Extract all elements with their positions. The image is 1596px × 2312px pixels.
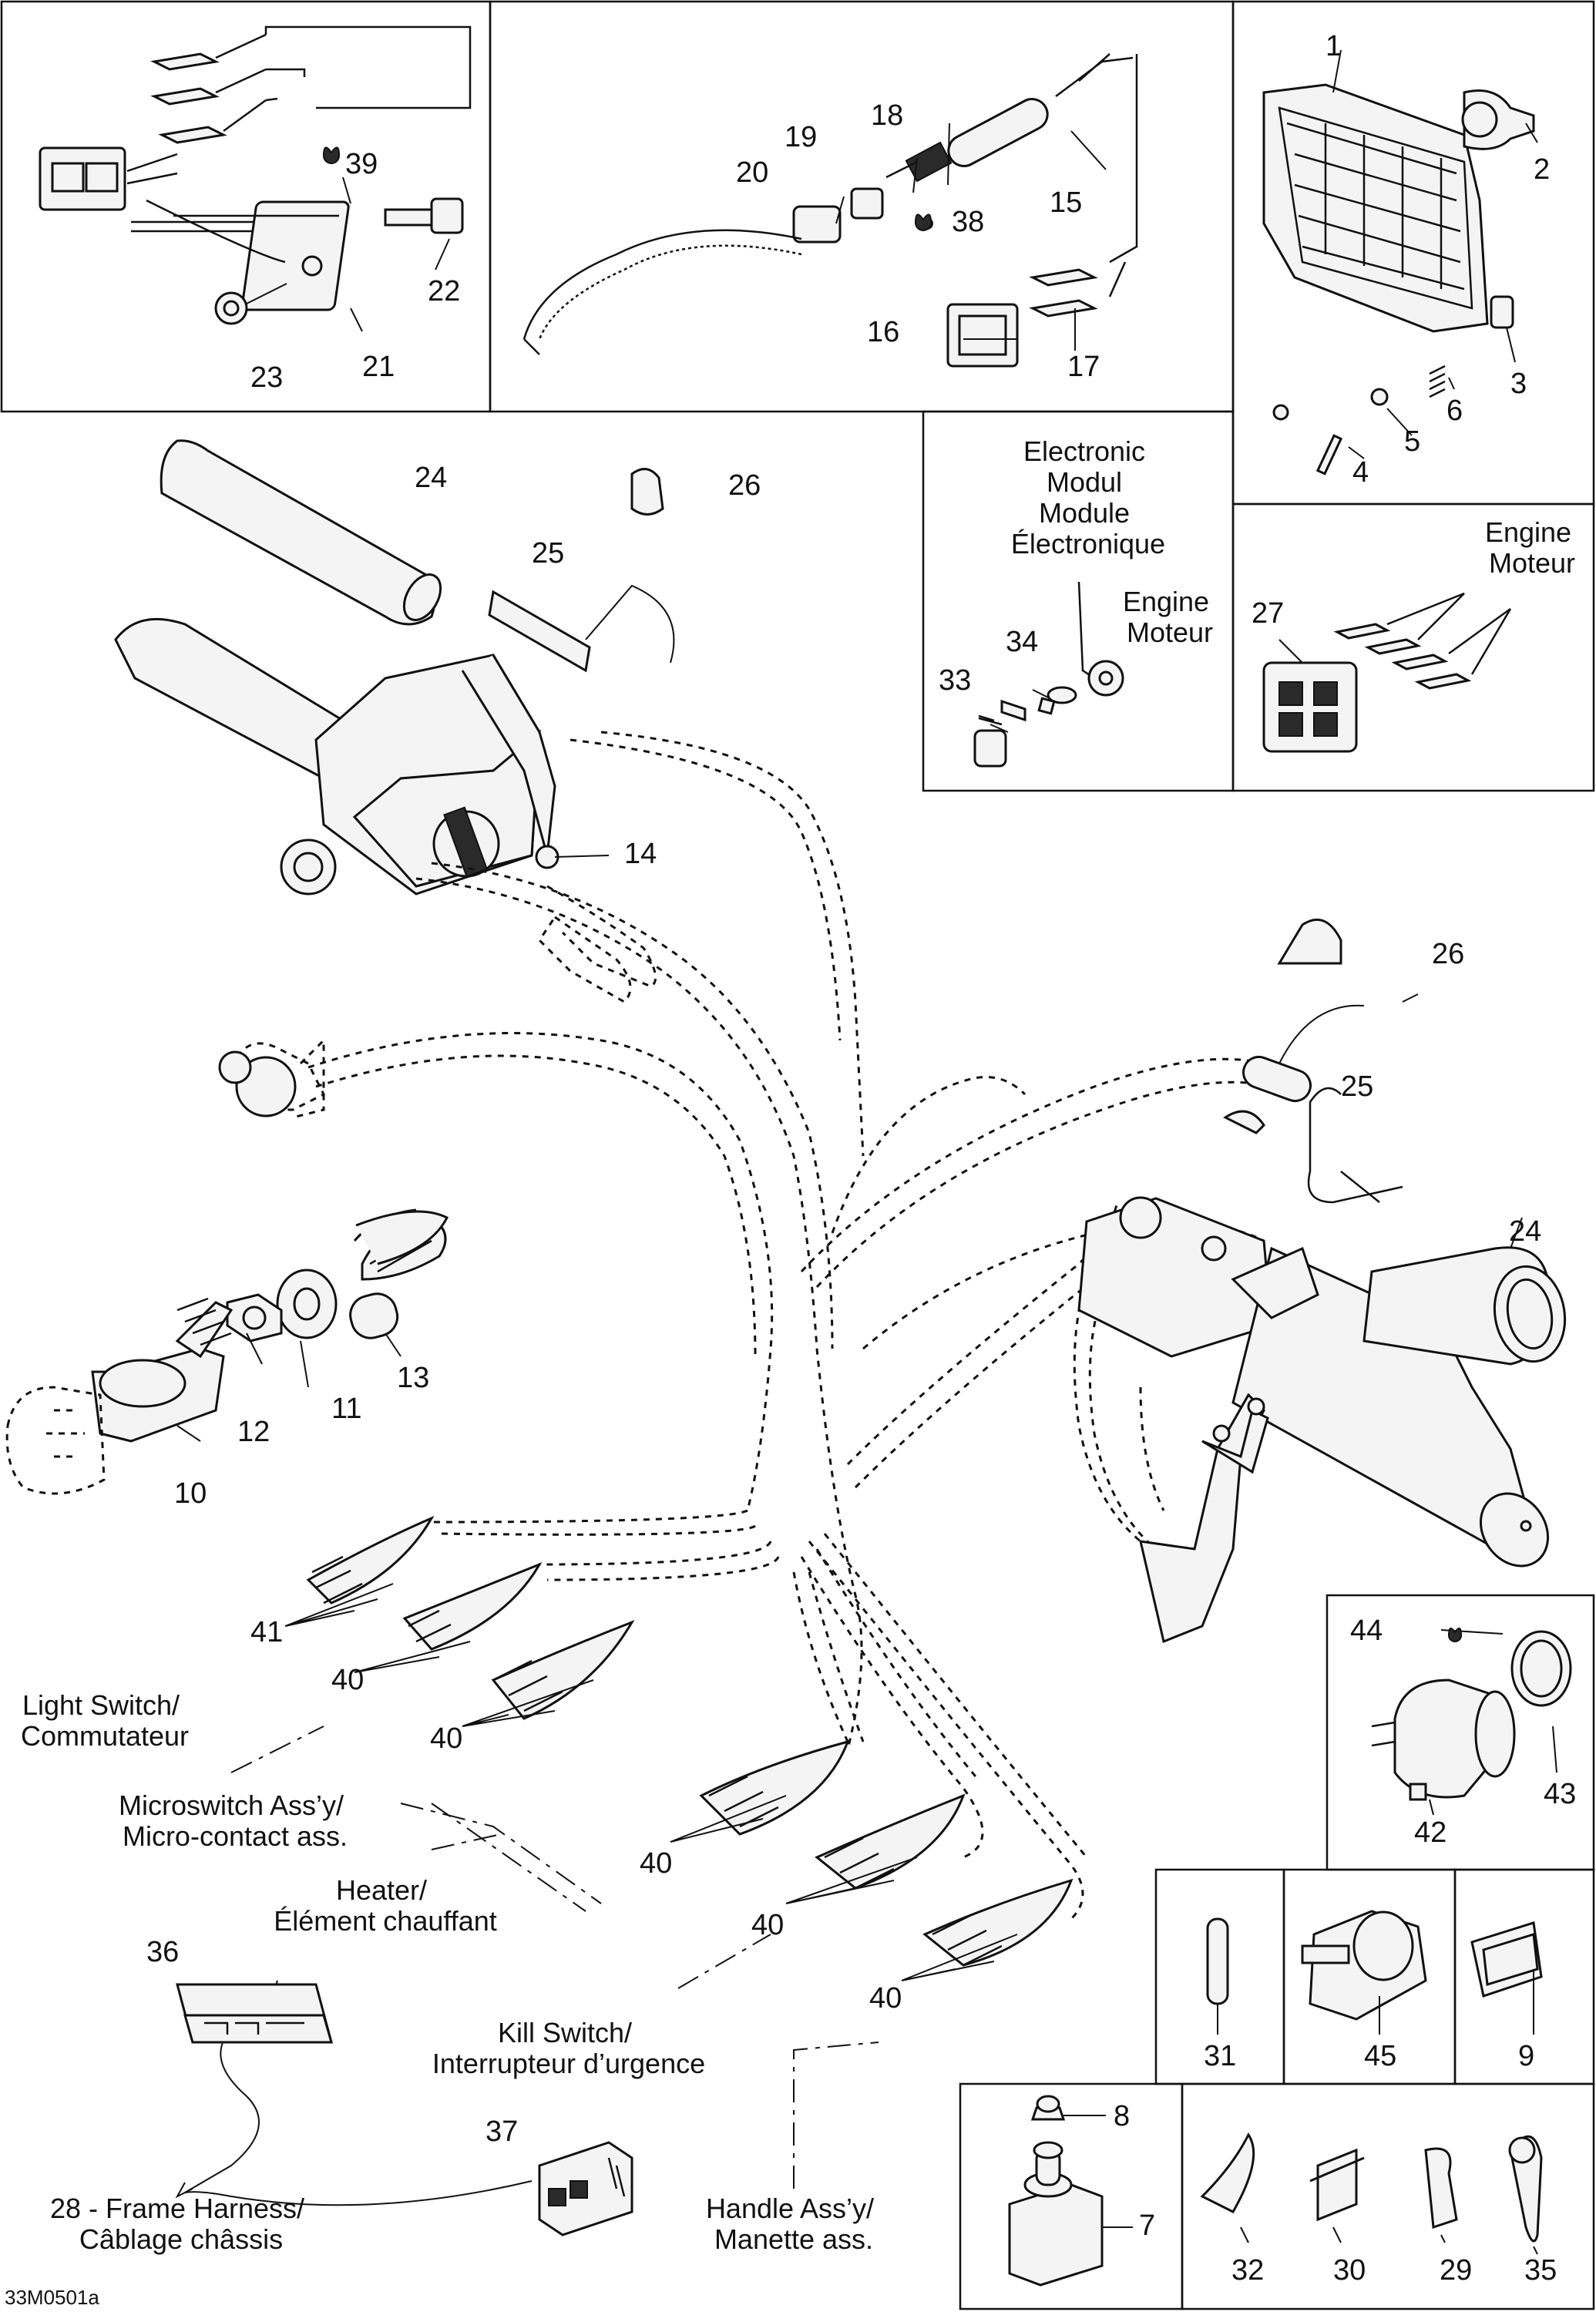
callout-40: 40 <box>751 1909 784 1941</box>
callout-25: 25 <box>1341 1070 1373 1103</box>
switches-panel-parts <box>1206 1910 1543 2035</box>
callout-26: 26 <box>728 469 761 502</box>
callout-34: 34 <box>1006 626 1038 658</box>
callout-8: 8 <box>1114 2100 1130 2132</box>
left-switch-parts <box>5 915 632 1495</box>
buzzer-panel-parts <box>1371 1627 1572 1816</box>
label-heater: Heater/ Élément chauffant <box>274 1874 497 1937</box>
callout-21: 21 <box>362 351 395 383</box>
label-light-switch: Light Switch/ Commutateur <box>21 1689 189 1752</box>
label-kill-switch: Kill Switch/ Interrupteur d’urgence <box>432 2017 705 2079</box>
callout-26: 26 <box>1432 938 1464 970</box>
callout-14: 14 <box>624 838 657 870</box>
callout-40: 40 <box>640 1847 672 1880</box>
callout-40: 40 <box>869 1982 902 2015</box>
callout-32: 32 <box>1231 2254 1264 2287</box>
callout-37: 37 <box>486 2115 518 2148</box>
callout-40: 40 <box>331 1664 364 1696</box>
callout-39: 39 <box>345 148 378 180</box>
callout-1: 1 <box>1326 30 1342 62</box>
callout-11: 11 <box>331 1393 361 1425</box>
figure-code: 33M0501a <box>5 2286 99 2309</box>
callout-10: 10 <box>174 1477 207 1510</box>
left-handlebar-parts <box>114 439 675 988</box>
ground-panel-parts <box>973 581 1124 768</box>
clips-panel-parts <box>1200 2132 1543 2255</box>
top-middle-panel-parts <box>522 53 1138 368</box>
callout-3: 3 <box>1510 368 1527 400</box>
callout-25: 25 <box>532 537 564 570</box>
callout-20: 20 <box>736 156 768 189</box>
callout-16: 16 <box>867 316 899 348</box>
frame-connectors <box>176 1983 633 2236</box>
callout-7: 7 <box>1139 2210 1155 2242</box>
callout-5: 5 <box>1404 425 1420 458</box>
callout-6: 6 <box>1446 395 1463 427</box>
callout-40: 40 <box>430 1722 462 1755</box>
callout-38: 38 <box>952 206 984 238</box>
callout-31: 31 <box>1204 2040 1236 2072</box>
callout-30: 30 <box>1333 2254 1366 2287</box>
top-left-panel-parts <box>39 25 472 332</box>
label-handle-assembly: Handle Ass’y/ Manette ass. <box>706 2193 882 2255</box>
terminal-bundles <box>284 1515 1074 1981</box>
label-frame-harness: 28 - Frame Harness/ Câblage châssis <box>50 2193 312 2255</box>
callout-15: 15 <box>1050 187 1082 219</box>
lube-drops <box>322 146 932 231</box>
callout-43: 43 <box>1544 1778 1576 1810</box>
callout-35: 35 <box>1524 2254 1557 2287</box>
label-engine-ground: Engine Moteur <box>1123 586 1217 648</box>
callout-44: 44 <box>1350 1615 1383 1647</box>
callout-24: 24 <box>1509 1215 1541 1248</box>
toggle-switch-parts <box>1008 2095 1133 2287</box>
callout-29: 29 <box>1440 2254 1472 2287</box>
label-electronic-module: Electronic Modul Module Électronique <box>1011 435 1165 560</box>
callout-18: 18 <box>871 99 903 132</box>
callout-41: 41 <box>250 1616 283 1648</box>
callout-22: 22 <box>428 275 460 307</box>
callout-45: 45 <box>1364 2040 1396 2072</box>
callout-23: 23 <box>250 361 283 394</box>
callout-4: 4 <box>1352 456 1369 489</box>
top-right-panel-parts <box>1262 49 1538 476</box>
callout-numbers: 1 2 3 4 5 6 7 8 9 10 11 12 13 14 15 16 1… <box>146 30 1576 2287</box>
connector-27-panel-parts <box>1262 592 1512 753</box>
label-microswitch: Microswitch Ass’y/ Micro-contact ass. <box>119 1789 351 1852</box>
callout-42: 42 <box>1414 1816 1446 1849</box>
callout-27: 27 <box>1252 597 1284 630</box>
callout-19: 19 <box>785 121 817 153</box>
callout-24: 24 <box>415 462 447 494</box>
label-engine-connector: Engine Moteur <box>1485 516 1579 579</box>
callout-17: 17 <box>1067 351 1100 383</box>
text-labels: Electronic Modul Module Électronique Eng… <box>5 435 1579 2309</box>
callout-12: 12 <box>237 1416 270 1448</box>
callout-2: 2 <box>1534 153 1550 186</box>
right-handlebar-parts <box>1077 918 1567 1644</box>
callout-33: 33 <box>939 664 971 697</box>
callout-13: 13 <box>397 1362 429 1394</box>
callout-36: 36 <box>146 1936 179 1968</box>
callout-9: 9 <box>1518 2040 1534 2072</box>
